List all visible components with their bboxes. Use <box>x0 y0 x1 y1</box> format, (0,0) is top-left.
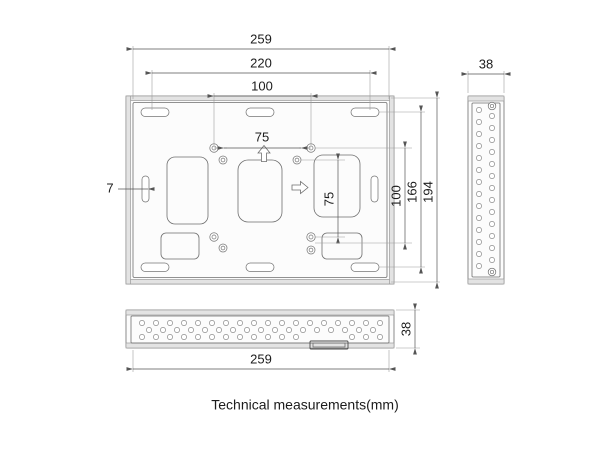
side-body <box>467 95 505 285</box>
plate-outer-body <box>125 95 395 285</box>
side-profile-view: 38 <box>461 56 511 285</box>
cutout-center-large <box>237 159 283 223</box>
cutout-lower-right <box>321 232 363 260</box>
drawing-caption: Technical measurements(mm) <box>211 397 399 413</box>
aux-hole-bottom-left <box>218 243 228 253</box>
side-screw-bottom <box>487 267 497 277</box>
right-dimension-group: 194 166 100 <box>315 91 440 289</box>
left-thickness-dimension-group: 7 <box>106 180 155 195</box>
slot-top-left <box>140 107 170 117</box>
plate-left-edge-band <box>125 95 131 285</box>
side-screw-top <box>487 101 497 111</box>
cutout-left-large <box>166 156 209 225</box>
plate-top-edge-band <box>125 95 395 101</box>
bottom-center-tab-inner <box>312 342 346 348</box>
edge-slot-right <box>370 175 379 203</box>
plate-right-edge-band <box>389 95 395 285</box>
side-inner-face <box>471 102 501 278</box>
bottom-profile-view: 38 259 <box>125 303 420 372</box>
dim-label-7-left: 7 <box>106 180 113 195</box>
slot-top-right <box>350 107 380 117</box>
side-top-band <box>467 95 505 102</box>
vesa-vertical-dimension-group: 75 <box>301 153 345 244</box>
dim-label-194: 194 <box>420 181 435 203</box>
dim-label-75-vertical: 75 <box>321 192 336 206</box>
dim-label-38-bottom: 38 <box>398 322 413 336</box>
bottom-inner-face <box>130 315 390 344</box>
dim-label-220: 220 <box>250 55 272 70</box>
slot-bottom-right <box>350 262 380 272</box>
vesa-hole-bottom-left <box>209 232 219 242</box>
front-plate-view <box>125 95 395 285</box>
dim-label-100-top: 100 <box>251 78 273 93</box>
cutout-lower-left <box>160 232 200 260</box>
bottom-center-tab <box>309 340 349 350</box>
dim-label-75-horizontal: 75 <box>255 129 269 144</box>
dim-label-100-right: 100 <box>388 185 403 207</box>
right-arrow-icon <box>291 180 309 195</box>
dim-label-259-top: 259 <box>250 31 272 46</box>
aux-hole-top-right <box>292 155 302 165</box>
plate-bottom-edge-band <box>125 279 395 285</box>
side-bottom-band <box>467 278 505 285</box>
side-perforation-pattern <box>476 107 495 269</box>
slot-bottom-center <box>245 262 275 272</box>
slot-top-center <box>245 107 275 117</box>
dim-label-38-side: 38 <box>479 56 493 71</box>
bottom-perforation-pattern <box>139 320 383 340</box>
plate-inner-face <box>132 102 388 278</box>
bottom-top-band <box>125 309 395 316</box>
bottom-bottom-band <box>125 342 395 349</box>
slot-bottom-left <box>140 262 170 272</box>
dim-label-166: 166 <box>404 181 419 203</box>
aux-hole-top-left <box>218 155 228 165</box>
aux-hole-bottom-right <box>306 245 316 255</box>
top-dimension-group: 259 220 100 75 <box>126 31 396 150</box>
dim-label-259-bottom: 259 <box>250 351 272 366</box>
vesa-hole-bottom-right <box>306 232 316 242</box>
